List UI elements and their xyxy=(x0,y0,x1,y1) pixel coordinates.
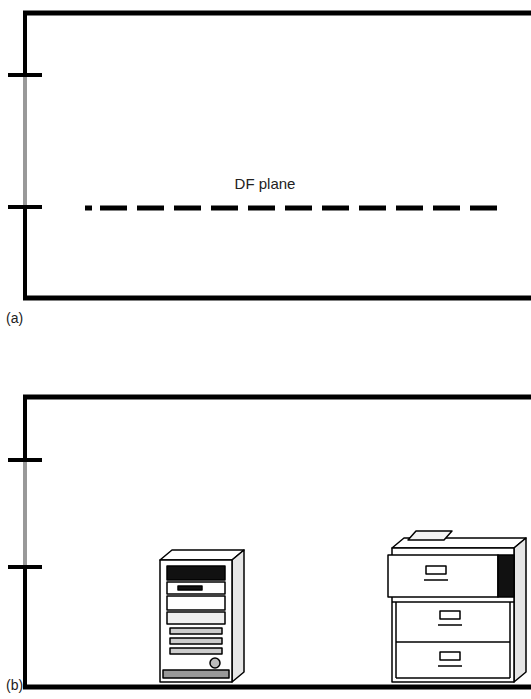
panel-label: (a) xyxy=(6,310,23,327)
filing-cabinet xyxy=(388,531,526,682)
panel-label: (b) xyxy=(6,677,23,694)
room-section-a xyxy=(8,11,531,300)
plane-label: DF plane xyxy=(235,175,296,193)
room-section-b xyxy=(8,395,531,689)
server-tower xyxy=(160,550,244,682)
